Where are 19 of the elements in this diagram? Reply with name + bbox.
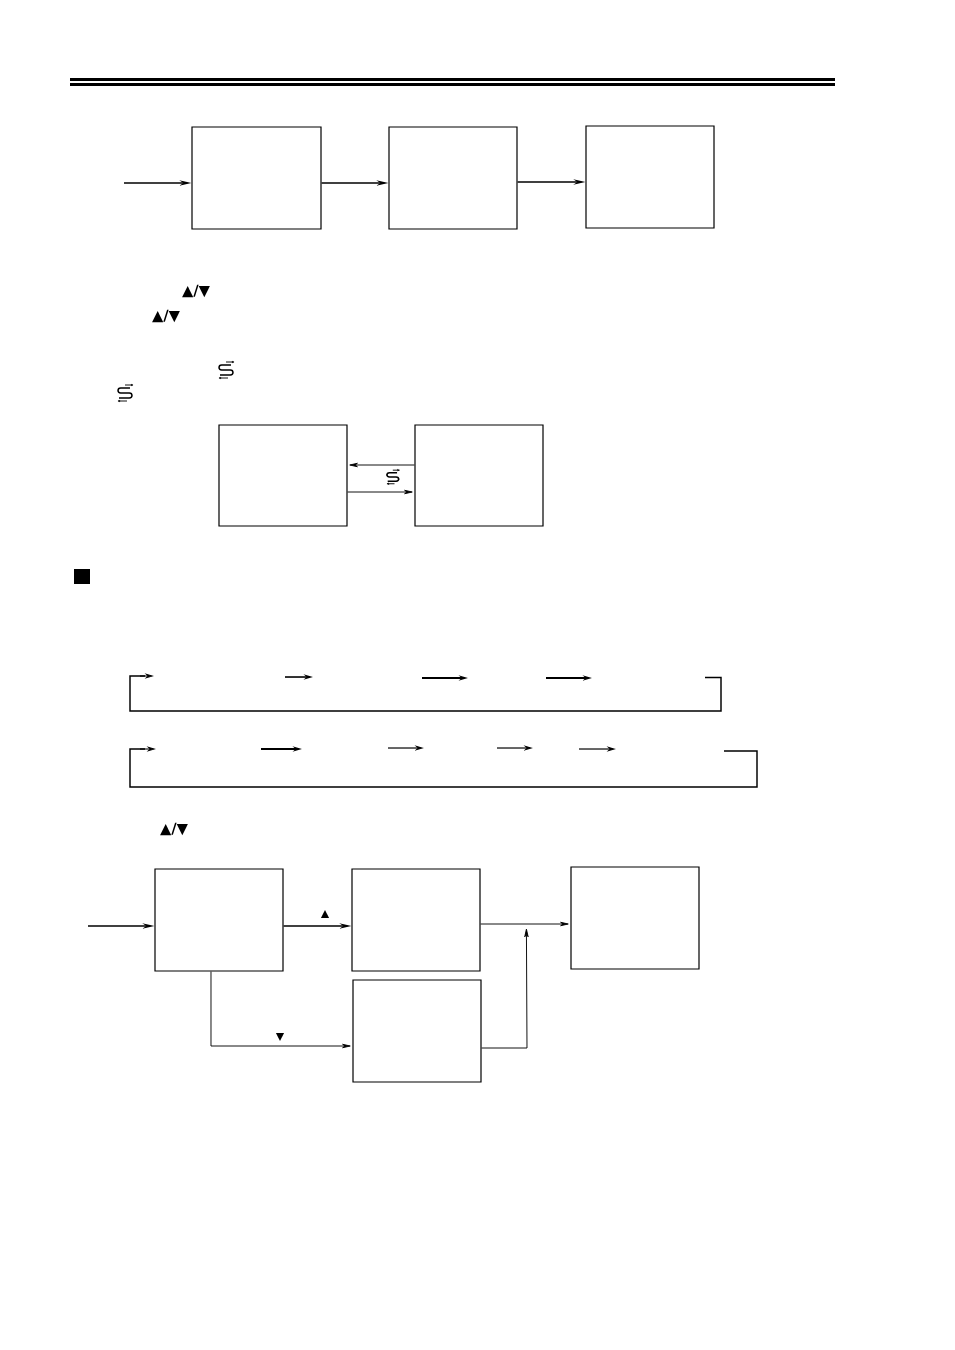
arrow bbox=[347, 489, 413, 495]
edge-label: ▲ bbox=[320, 909, 330, 919]
process-box bbox=[351, 868, 481, 972]
process-box bbox=[414, 424, 544, 527]
process-box bbox=[352, 979, 482, 1083]
arrow bbox=[210, 971, 351, 1049]
arrow bbox=[481, 928, 529, 1049]
arrow-keys-symbol: ▲/▼ bbox=[160, 822, 188, 836]
edge-label: ▼ bbox=[275, 1032, 285, 1042]
process-box bbox=[570, 866, 700, 970]
process-box bbox=[154, 868, 284, 972]
arrow bbox=[349, 462, 415, 468]
process-box bbox=[388, 126, 518, 230]
arrow bbox=[480, 921, 569, 927]
process-box bbox=[191, 126, 322, 230]
arrow-keys-symbol: ▲/▼ bbox=[182, 284, 210, 298]
arrow-keys-symbol: ▲/▼ bbox=[152, 309, 180, 323]
process-box bbox=[585, 125, 715, 229]
process-box bbox=[218, 424, 348, 527]
